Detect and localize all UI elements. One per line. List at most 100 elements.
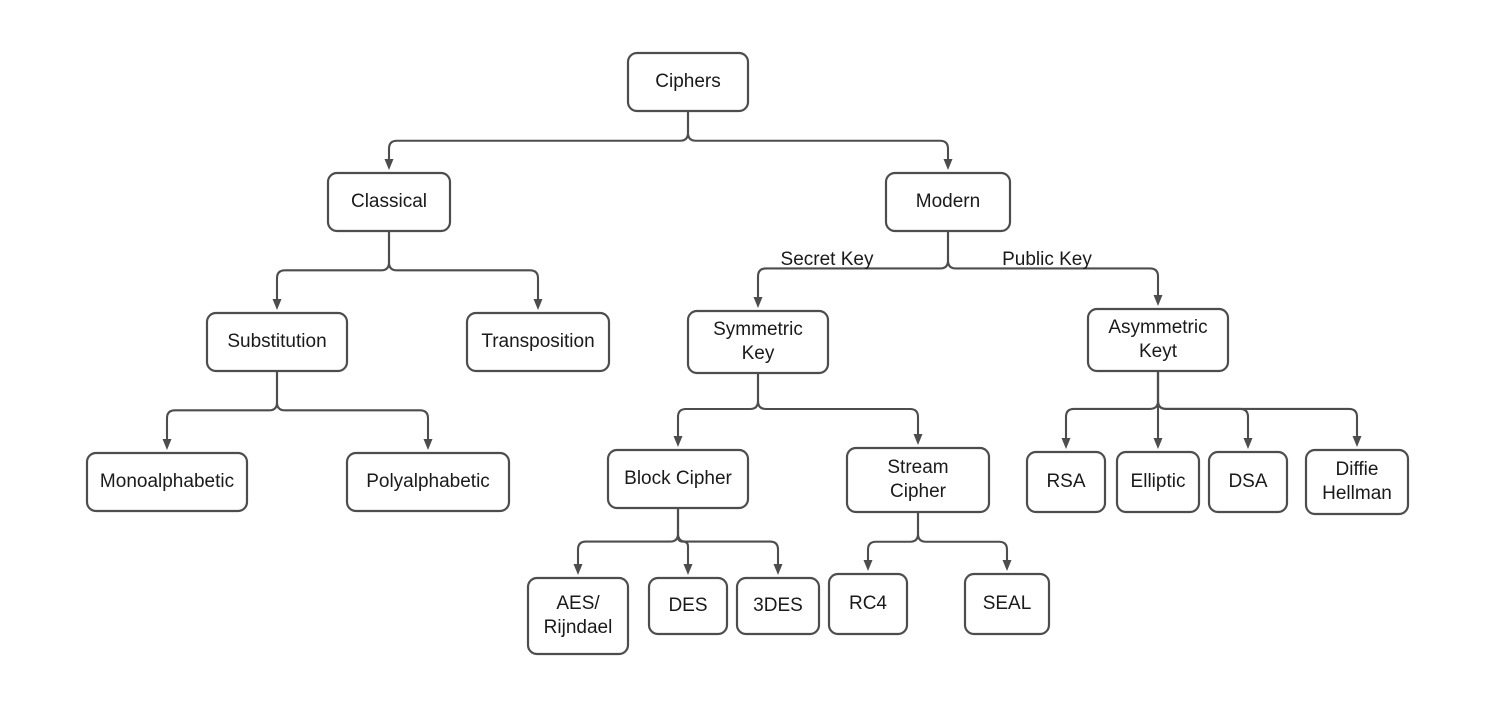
node-label-monoalphabetic: Monoalphabetic xyxy=(100,471,234,492)
node-rsa[interactable]: RSA xyxy=(1025,450,1107,514)
node-box-transposition[interactable] xyxy=(465,311,611,373)
edge-layer xyxy=(162,109,1362,575)
arrow-head-icon xyxy=(1061,438,1071,449)
edge-connector xyxy=(1156,369,1359,438)
edge-connector xyxy=(916,510,1009,562)
edge-connector xyxy=(387,109,690,161)
node-label-rsa: RSA xyxy=(1046,471,1085,492)
edge-connector xyxy=(275,229,391,301)
arrow-head-icon xyxy=(1153,438,1163,449)
node-box-aes-rijndael[interactable] xyxy=(526,576,630,656)
node-label-transposition: Transposition xyxy=(481,331,594,352)
node-block-cipher[interactable]: Block Cipher xyxy=(606,448,750,510)
node-des[interactable]: DES xyxy=(647,576,729,636)
arrow-head-icon xyxy=(1002,560,1012,571)
arrow-head-icon xyxy=(1243,438,1253,449)
node-box-rc4[interactable] xyxy=(827,572,909,636)
arrow-head-icon xyxy=(673,436,683,447)
node-box-polyalphabetic[interactable] xyxy=(345,451,511,513)
node-label-ciphers: Ciphers xyxy=(655,71,720,92)
node-dsa[interactable]: DSA xyxy=(1207,450,1289,514)
arrow-head-icon xyxy=(1352,436,1362,447)
node-polyalphabetic[interactable]: Polyalphabetic xyxy=(345,451,511,513)
node-box-classical[interactable] xyxy=(326,171,452,233)
node-box-modern[interactable] xyxy=(884,171,1012,233)
arrow-head-icon xyxy=(863,560,873,571)
node-label-seal: SEAL xyxy=(983,593,1032,614)
node-label-classical: Classical xyxy=(351,191,427,212)
node-box-monoalphabetic[interactable] xyxy=(85,451,249,513)
node-label-des: DES xyxy=(668,595,707,616)
arrow-head-icon xyxy=(753,297,763,308)
node-substitution[interactable]: Substitution xyxy=(205,311,349,373)
arrow-head-icon xyxy=(423,439,433,450)
node-label-3des: 3DES xyxy=(753,595,803,616)
node-transposition[interactable]: Transposition xyxy=(465,311,611,373)
edge-label-label-public-key: Public Key xyxy=(1002,249,1092,270)
node-3des[interactable]: 3DES xyxy=(735,576,821,636)
arrow-head-icon xyxy=(573,564,583,575)
node-box-rsa[interactable] xyxy=(1025,450,1107,514)
edge-label-label-secret-key: Secret Key xyxy=(781,249,874,270)
node-label-modern: Modern xyxy=(916,191,980,212)
edge-connector xyxy=(946,229,1160,297)
node-label-polyalphabetic: Polyalphabetic xyxy=(366,471,490,492)
arrow-head-icon xyxy=(1153,295,1163,306)
node-box-3des[interactable] xyxy=(735,576,821,636)
edge-connector xyxy=(1156,369,1250,440)
node-label-aes-rijndael: AES/Rijndael xyxy=(544,593,613,638)
arrow-head-icon xyxy=(943,159,953,170)
node-ciphers[interactable]: Ciphers xyxy=(626,51,750,113)
node-aes-rijndael[interactable]: AES/Rijndael xyxy=(526,576,630,656)
node-label-dsa: DSA xyxy=(1228,471,1267,492)
node-elliptic[interactable]: Elliptic xyxy=(1115,450,1201,514)
node-modern[interactable]: Modern xyxy=(884,171,1012,233)
node-label-elliptic: Elliptic xyxy=(1131,471,1186,492)
arrow-head-icon xyxy=(272,299,282,310)
edge-connector xyxy=(756,371,920,436)
edge-connector xyxy=(1064,369,1160,440)
arrow-head-icon xyxy=(773,564,783,575)
node-box-asymmetric-key[interactable] xyxy=(1086,307,1230,373)
node-box-des[interactable] xyxy=(647,576,729,636)
node-box-block-cipher[interactable] xyxy=(606,448,750,510)
edge-connector xyxy=(275,369,430,441)
arrow-head-icon xyxy=(162,439,172,450)
edge-connector xyxy=(676,371,760,438)
node-box-diffie-hellman[interactable] xyxy=(1304,448,1410,516)
node-box-dsa[interactable] xyxy=(1207,450,1289,514)
node-label-substitution: Substitution xyxy=(227,331,326,352)
edge-connector xyxy=(165,369,279,441)
edge-connector xyxy=(686,109,950,161)
edge-connector xyxy=(387,229,540,301)
node-monoalphabetic[interactable]: Monoalphabetic xyxy=(85,451,249,513)
arrow-head-icon xyxy=(913,434,923,445)
edge-connector xyxy=(576,506,680,566)
node-box-seal[interactable] xyxy=(963,572,1051,636)
node-label-block-cipher: Block Cipher xyxy=(624,468,732,489)
edge-connector xyxy=(676,506,780,566)
arrow-head-icon xyxy=(683,564,693,575)
edge-connector xyxy=(676,506,690,566)
node-box-stream-cipher[interactable] xyxy=(845,446,991,514)
node-box-symmetric-key[interactable] xyxy=(686,309,830,375)
node-seal[interactable]: SEAL xyxy=(963,572,1051,636)
arrow-head-icon xyxy=(384,159,394,170)
node-box-elliptic[interactable] xyxy=(1115,450,1201,514)
node-label-rc4: RC4 xyxy=(849,593,887,614)
edge-connector xyxy=(866,510,920,562)
node-box-substitution[interactable] xyxy=(205,311,349,373)
arrow-head-icon xyxy=(533,299,543,310)
node-rc4[interactable]: RC4 xyxy=(827,572,909,636)
node-classical[interactable]: Classical xyxy=(326,171,452,233)
node-box-ciphers[interactable] xyxy=(626,51,750,113)
